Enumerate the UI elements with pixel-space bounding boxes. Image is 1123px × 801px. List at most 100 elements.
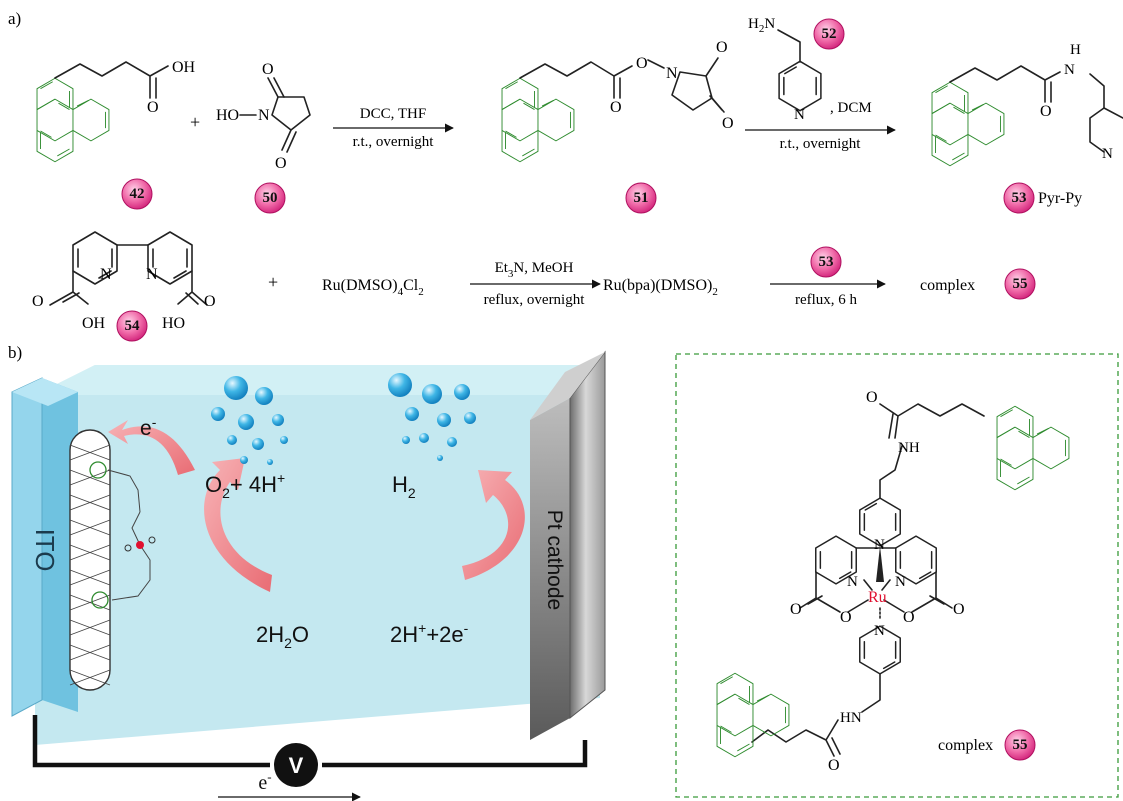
complex-label-box: complex <box>938 737 993 754</box>
badge-54: 54 <box>116 310 148 342</box>
svg-text:53: 53 <box>1012 190 1027 206</box>
ho-label-50: HO <box>216 107 239 124</box>
n-pyridine-53: N <box>1102 146 1113 162</box>
o-bottom-51: O <box>722 115 734 132</box>
badge-52: 52 <box>813 18 845 50</box>
o-top-51: O <box>716 39 728 56</box>
electron-label-bottom: e- <box>258 769 271 794</box>
o-ester-51: O <box>636 55 648 72</box>
oxygen-bubbles <box>211 376 288 465</box>
o-amide-53: O <box>1040 103 1052 120</box>
o-bottom-50: O <box>275 155 287 172</box>
svg-text:52: 52 <box>822 26 837 42</box>
o-carboxylate-left: O <box>840 609 852 626</box>
ru-dmso-reagent: Ru(DMSO)4Cl2 <box>322 277 424 298</box>
plus-2: + <box>268 272 278 292</box>
h-amide-53: H <box>1070 42 1081 58</box>
n-axial-top: N <box>874 537 885 553</box>
svg-text:53: 53 <box>819 254 834 270</box>
hn-bottom-complex: HN <box>840 710 862 726</box>
voltmeter <box>274 743 318 787</box>
n-bpy-right: N <box>895 574 906 590</box>
badge-55-row: 55 <box>1004 268 1036 300</box>
n-label-51: N <box>666 65 678 82</box>
panel-a-label: a) <box>8 9 21 28</box>
n-right-54: N <box>146 266 158 283</box>
product-complex-text: complex <box>920 277 975 294</box>
protons-electrons-label: 2H++2e- <box>390 620 469 647</box>
o-bottom-complex: O <box>828 757 840 774</box>
panel-b-label: b) <box>8 343 22 362</box>
svg-text:55: 55 <box>1013 276 1028 292</box>
step2-conditions-top: , DCM <box>830 100 872 116</box>
svg-text:54: 54 <box>125 318 141 334</box>
intermediate-ru-bpa: Ru(bpa)(DMSO)2 <box>603 277 718 298</box>
n-left-54: N <box>100 266 112 283</box>
badge-53-reagent: 53 <box>810 246 842 278</box>
svg-text:51: 51 <box>634 190 649 206</box>
svg-text:55: 55 <box>1013 737 1028 753</box>
compound-50-structure <box>239 77 311 153</box>
o-carbonyl-51: O <box>610 99 622 116</box>
ito-label: ITO <box>30 529 60 572</box>
oh-label-42: OH <box>172 59 196 76</box>
oh-acid-left-54: OH <box>82 315 106 332</box>
n-pyridine-52: N <box>794 107 805 123</box>
proton-reduction-arrow <box>462 470 525 580</box>
complex-55-structure <box>716 403 1070 758</box>
compound-52-structure <box>777 29 822 112</box>
o-carbonyl-left: O <box>790 601 802 618</box>
hydrogen-label: H2 <box>392 472 416 501</box>
step1-conditions-bottom: r.t., overnight <box>353 134 435 150</box>
step4-conditions-bottom: reflux, 6 h <box>795 292 858 308</box>
compound-51-structure <box>501 57 725 163</box>
compound-42-structure <box>36 61 169 163</box>
h2n-label: H2N <box>748 16 775 35</box>
step2-conditions-bottom: r.t., overnight <box>780 136 862 152</box>
compound-54-structure <box>49 231 208 306</box>
n-amide-53: N <box>1064 62 1075 78</box>
o-top-50: O <box>262 61 274 78</box>
ho-acid-right-54: HO <box>162 315 185 332</box>
pt-cathode-label: Pt cathode <box>543 510 566 610</box>
badge-53: 53 <box>1003 182 1035 214</box>
oxygen-protons-label: O2+ 4H+ <box>205 470 285 501</box>
n-axial-bottom: N <box>874 623 885 639</box>
electrolyte-solution <box>35 365 600 745</box>
o-acid-right-54: O <box>204 293 216 310</box>
pyr-py-label: Pyr-Py <box>1038 190 1082 207</box>
voltmeter-label: V <box>289 753 304 778</box>
pt-cathode: Pt cathode <box>530 350 606 740</box>
hydrogen-bubbles <box>388 373 476 461</box>
step3-conditions-bottom: reflux, overnight <box>484 292 586 308</box>
ru-center-label: Ru <box>868 589 887 606</box>
step1-conditions-top: DCC, THF <box>360 106 426 122</box>
svg-text:50: 50 <box>263 190 278 206</box>
carbon-nanotube <box>69 429 156 691</box>
compound-53-structure <box>931 65 1123 167</box>
o-top-complex: O <box>866 389 878 406</box>
complex-structure-box <box>675 353 1119 798</box>
badge-42: 42 <box>121 178 153 210</box>
external-circuit-wire <box>32 715 588 768</box>
plus-1: + <box>190 112 200 132</box>
badge-51: 51 <box>625 182 657 214</box>
o-acid-left-54: O <box>32 293 44 310</box>
n-bpy-left: N <box>847 574 858 590</box>
svg-text:42: 42 <box>130 186 145 202</box>
badge-50: 50 <box>254 182 286 214</box>
water-label: 2H2O <box>256 622 309 651</box>
badge-55-box: 55 <box>1004 729 1036 761</box>
nh-top-complex: NH <box>898 440 920 456</box>
o-label-42: O <box>147 99 159 116</box>
ito-electrode: ITO <box>11 377 78 717</box>
electron-transfer-arrow <box>108 420 195 475</box>
step3-conditions-top: Et3N, MeOH <box>495 260 574 280</box>
water-oxidation-arrow <box>204 458 272 592</box>
o-carbonyl-right: O <box>953 601 965 618</box>
n-label-50: N <box>258 107 270 124</box>
o-carboxylate-right: O <box>903 609 915 626</box>
electrolyte-surface <box>35 365 600 395</box>
electron-label-top: e- <box>140 414 157 440</box>
